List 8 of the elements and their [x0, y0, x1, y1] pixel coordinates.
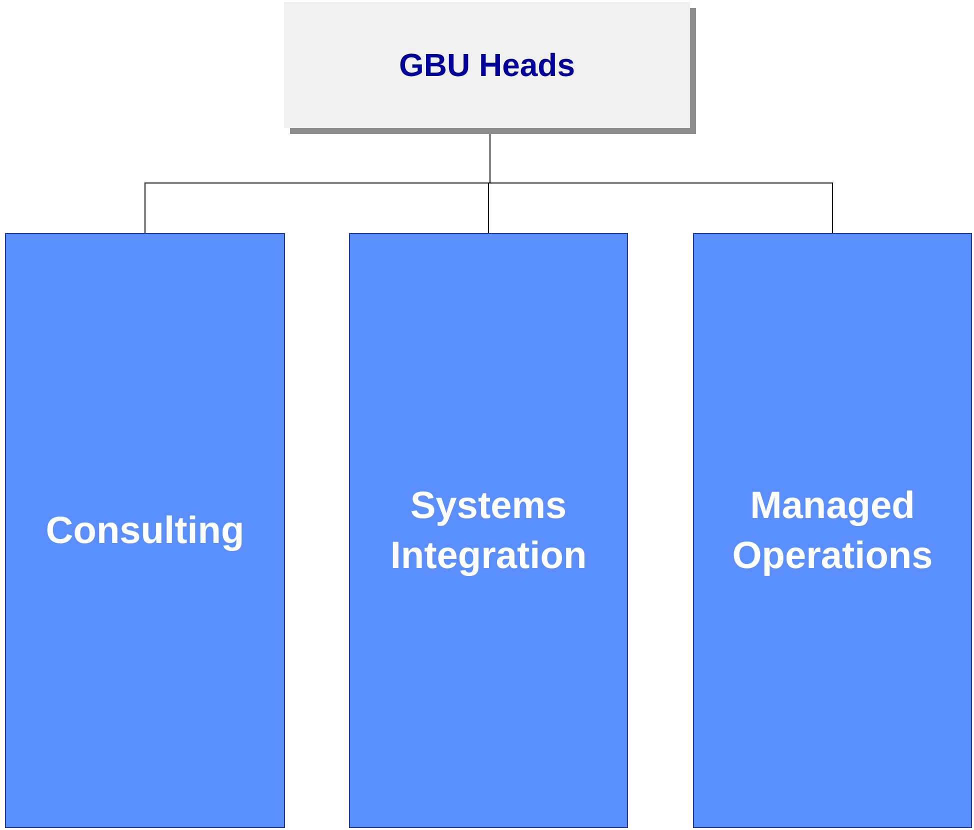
division-box	[693, 233, 972, 828]
title-box	[284, 2, 690, 128]
box-label: Consulting	[44, 508, 246, 554]
box-label: Managed Operations	[731, 484, 934, 578]
box-label: GBU Heads	[398, 46, 576, 85]
box-label: Systems Integration	[389, 484, 588, 578]
division-box	[5, 233, 285, 828]
division-box	[349, 233, 628, 828]
